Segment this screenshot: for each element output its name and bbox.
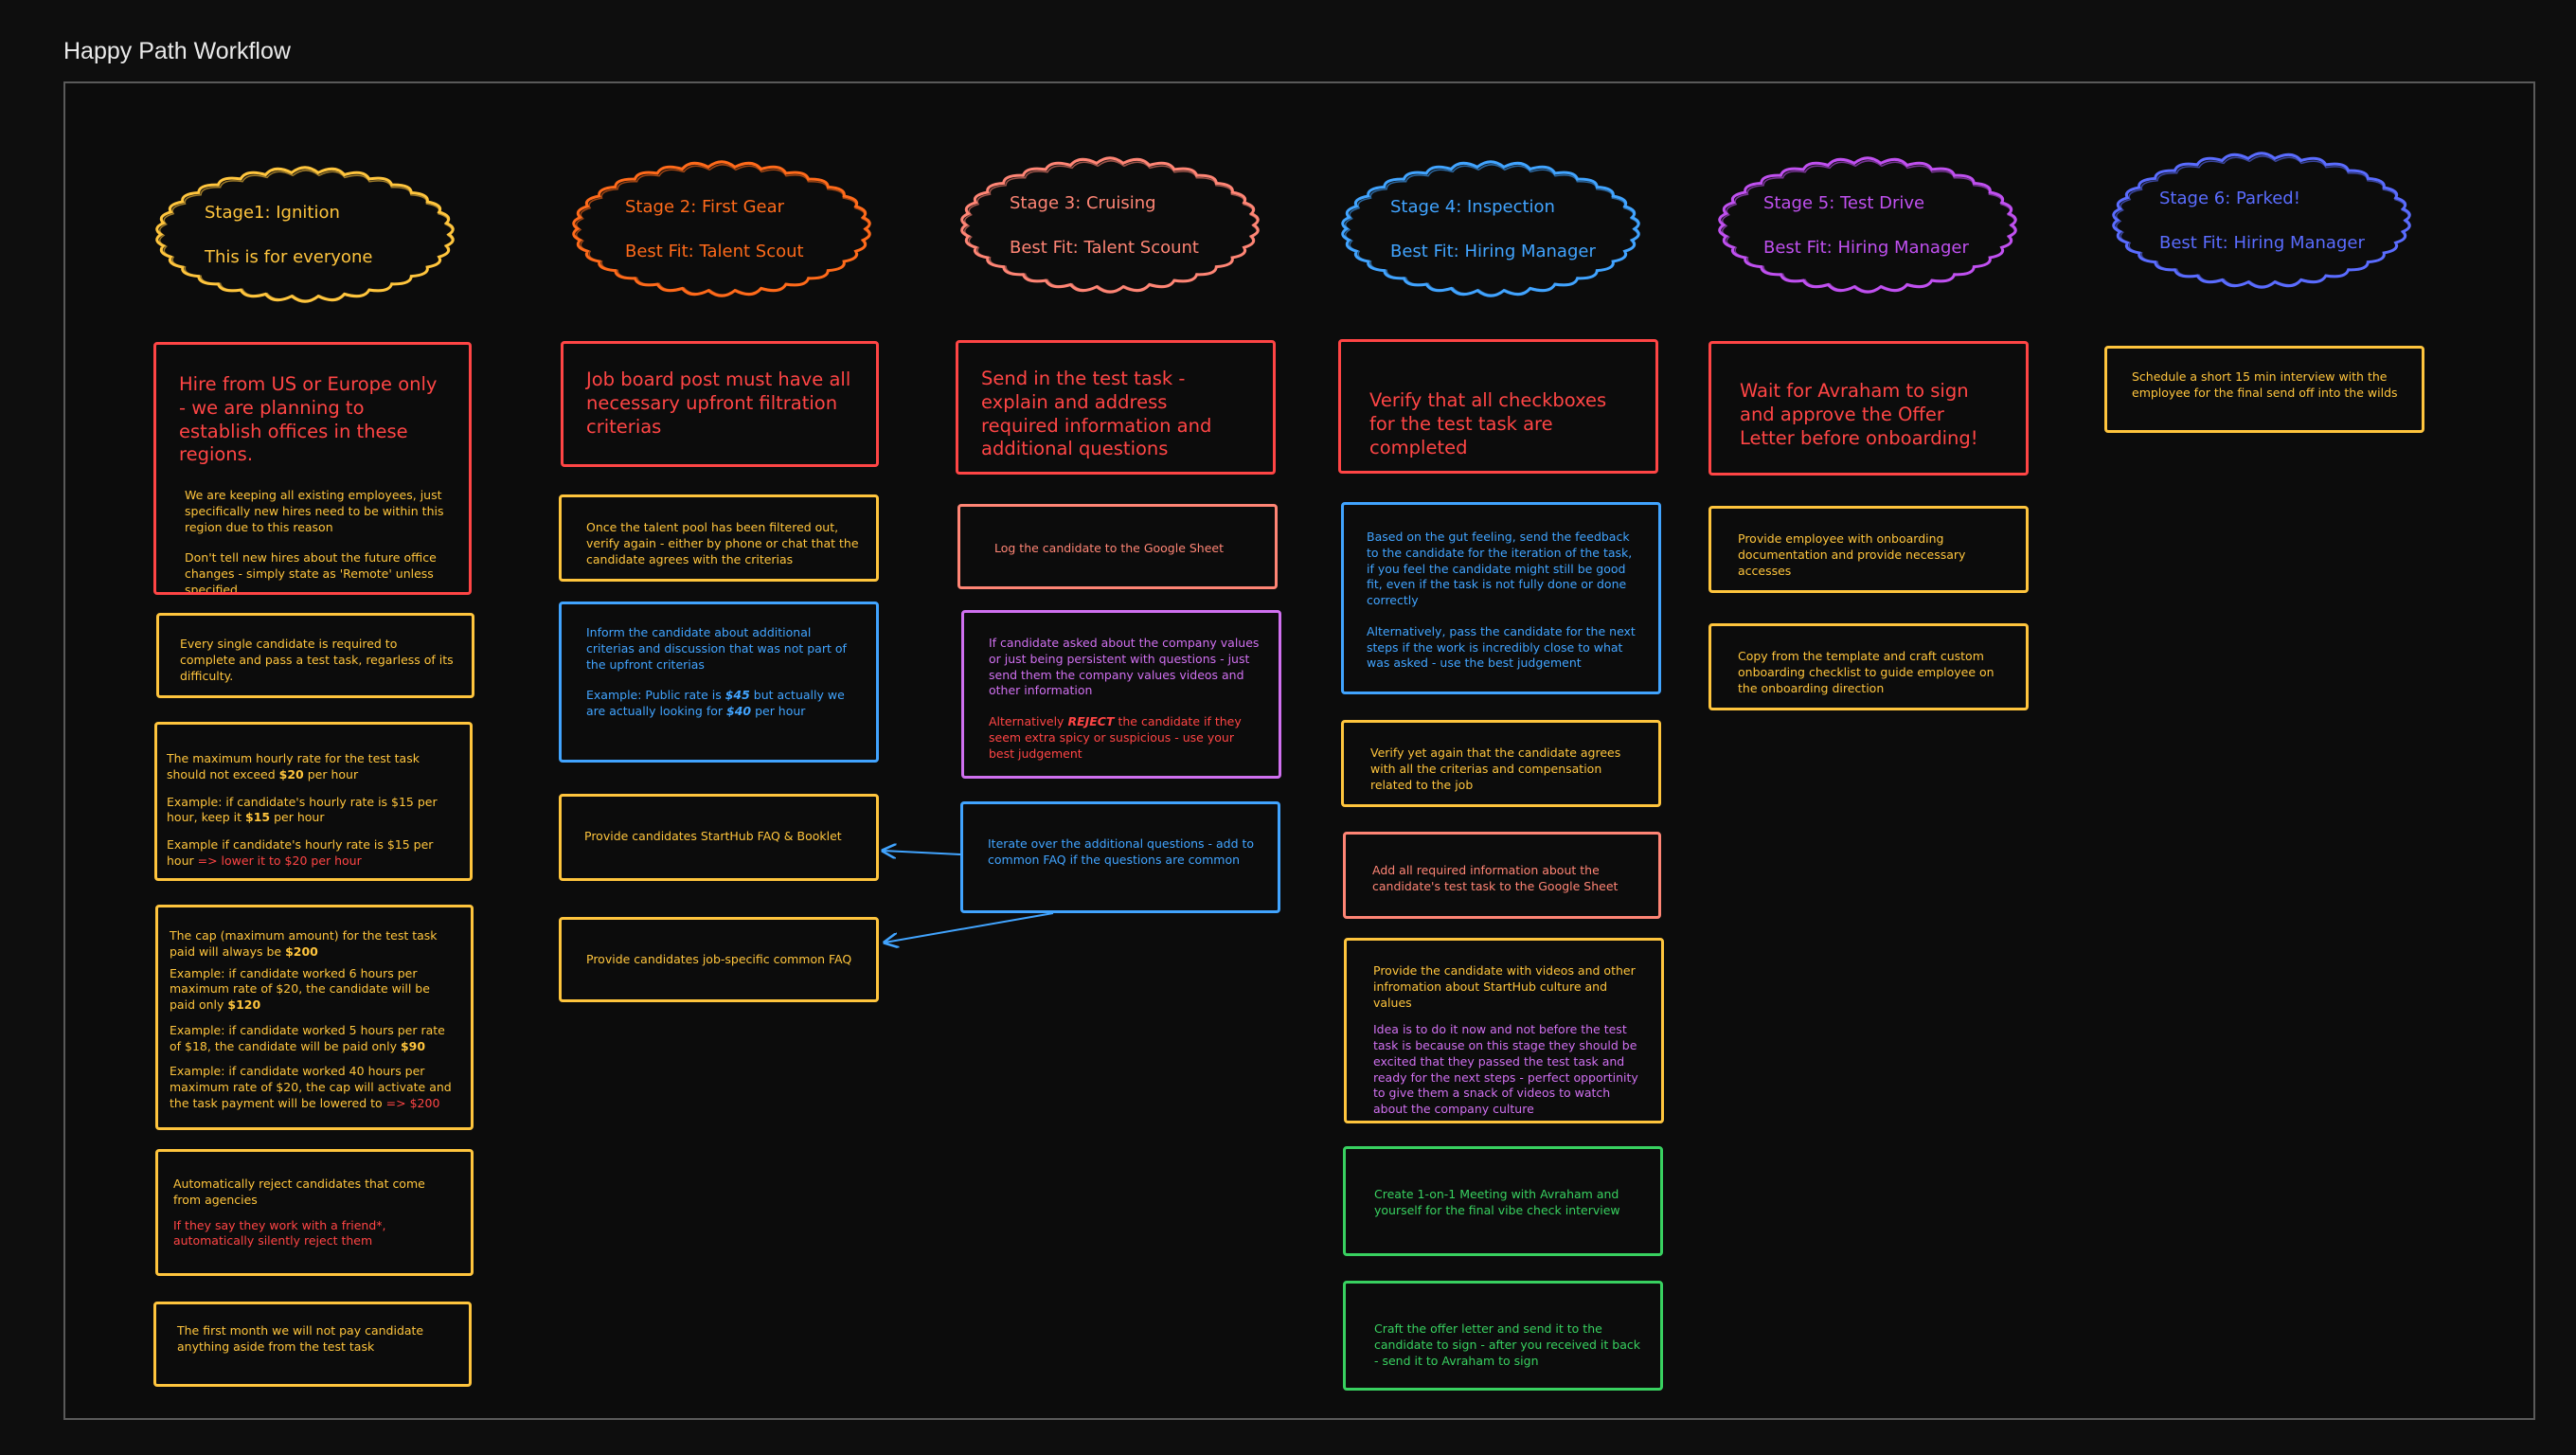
stage-5-cloud[interactable]: Stage 5: Test Drive Best Fit: Hiring Man… (1712, 152, 2023, 298)
card-text: Once the talent pool has been filtered o… (586, 520, 859, 566)
card-create-meeting[interactable]: Create 1-on-1 Meeting with Avraham and y… (1343, 1146, 1663, 1256)
card-body: We are keeping all existing employees, j… (185, 488, 444, 534)
card-text: The first month we will not pay candidat… (177, 1323, 424, 1354)
card-culture-videos[interactable]: Provide the candidate with videos and ot… (1344, 938, 1664, 1123)
card-text: Create 1-on-1 Meeting with Avraham and y… (1374, 1187, 1620, 1217)
card-text: Schedule a short 15 min interview with t… (2132, 369, 2398, 400)
card-agency-reject[interactable]: Automatically reject candidates that com… (155, 1149, 474, 1276)
card-text: Log the candidate to the Google Sheet (994, 541, 1225, 555)
card-text: Example: Public rate is $45 but actually… (586, 688, 845, 718)
card-line: Example: if candidate worked 5 hours per… (170, 1022, 445, 1053)
cloud-outline (1718, 156, 2017, 294)
cloud-stroke-sketch (159, 170, 453, 301)
card-text: Provide candidates job-specific common F… (586, 952, 852, 966)
card-first-month[interactable]: The first month we will not pay candidat… (153, 1302, 472, 1387)
card-text: Alternatively, pass the candidate for th… (1367, 623, 1636, 671)
canvas-frame (63, 81, 2535, 1420)
card-text: Verify yet again that the candidate agre… (1370, 745, 1621, 792)
card-text: Every single candidate is required to co… (180, 637, 454, 683)
cloud-stroke-sketch (964, 160, 1258, 292)
card-hourly-rate[interactable]: The maximum hourly rate for the test tas… (154, 722, 473, 881)
card-region-requirement[interactable]: Hire from US or Europe only - we are pla… (153, 342, 472, 595)
card-text: Provide the candidate with videos and ot… (1373, 963, 1636, 1010)
card-line: Example: if candidate worked 6 hours per… (170, 965, 430, 1013)
card-text: Add all required information about the c… (1372, 863, 1619, 893)
card-line: Example if candidate's hourly rate is $1… (167, 837, 434, 868)
cloud-outline (155, 166, 455, 303)
card-verify-checkboxes[interactable]: Verify that all checkboxes for the test … (1338, 339, 1658, 474)
card-text: Copy from the template and craft custom … (1738, 649, 1995, 695)
cloud-stroke-sketch (1722, 160, 2015, 292)
cloud-outline (572, 160, 871, 297)
card-job-board-post[interactable]: Job board post must have all necessary u… (561, 341, 879, 467)
stage-subtitle: Best Fit: Hiring Manager (2159, 232, 2365, 253)
cloud-outline (1341, 160, 1640, 297)
stage-1-cloud[interactable]: Stage1: Ignition This is for everyone (150, 161, 460, 308)
card-body: Don't tell new hires about the future of… (185, 550, 437, 595)
stage-title: Stage 2: First Gear (625, 196, 785, 217)
card-text: Send in the test task - explain and addr… (981, 368, 1212, 460)
card-gut-feeling-feedback[interactable]: Based on the gut feeling, send the feedb… (1341, 502, 1661, 694)
card-text: Based on the gut feeling, send the feedb… (1367, 530, 1633, 607)
cloud-outline (2112, 152, 2411, 289)
card-schedule-interview[interactable]: Schedule a short 15 min interview with t… (2104, 346, 2424, 433)
stage-subtitle: Best Fit: Talent Scount (1010, 237, 1199, 258)
card-job-specific-faq[interactable]: Provide candidates job-specific common F… (559, 917, 879, 1002)
stage-3-cloud[interactable]: Stage 3: Cruising Best Fit: Talent Scoun… (955, 152, 1265, 298)
card-text: Idea is to do it now and not before the … (1373, 1022, 1638, 1116)
cloud-outline (960, 156, 1260, 294)
stage-2-cloud[interactable]: Stage 2: First Gear Best Fit: Talent Sco… (566, 155, 877, 302)
card-text: Verify that all checkboxes for the test … (1369, 389, 1607, 458)
card-line: The maximum hourly rate for the test tas… (167, 751, 420, 781)
card-offer-letter[interactable]: Craft the offer letter and send it to th… (1343, 1281, 1663, 1391)
stage-title: Stage 4: Inspection (1390, 196, 1555, 217)
card-text: Inform the candidate about additional cr… (586, 625, 847, 672)
cloud-stroke-sketch (2116, 155, 2409, 287)
card-onboarding-checklist[interactable]: Copy from the template and craft custom … (1708, 623, 2029, 710)
card-verify-criteria[interactable]: Once the talent pool has been filtered o… (559, 494, 879, 582)
stage-title: Stage 5: Test Drive (1763, 192, 1925, 213)
card-text: Alternatively REJECT the candidate if th… (989, 714, 1242, 761)
card-text: If candidate asked about the company val… (989, 636, 1260, 698)
card-heading: Hire from US or Europe only - we are pla… (179, 373, 438, 466)
card-line: The cap (maximum amount) for the test ta… (170, 928, 438, 959)
card-text: Job board post must have all necessary u… (586, 368, 851, 438)
card-iterate-questions[interactable]: Iterate over the additional questions - … (960, 801, 1280, 913)
card-text: Craft the offer letter and send it to th… (1374, 1321, 1640, 1368)
cloud-stroke-sketch (1345, 164, 1638, 296)
stage-6-cloud[interactable]: Stage 6: Parked! Best Fit: Hiring Manage… (2106, 147, 2417, 294)
stage-subtitle: Best Fit: Hiring Manager (1390, 241, 1596, 261)
cloud-stroke-sketch (576, 164, 869, 296)
card-verify-again[interactable]: Verify yet again that the candidate agre… (1341, 720, 1661, 807)
card-text: Wait for Avraham to sign and approve the… (1740, 380, 1978, 449)
card-company-values[interactable]: If candidate asked about the company val… (961, 610, 1281, 779)
stage-title: Stage 3: Cruising (1010, 192, 1156, 213)
card-text: Provide candidates StartHub FAQ & Bookle… (584, 829, 842, 843)
card-add-to-sheet[interactable]: Add all required information about the c… (1343, 832, 1661, 919)
stage-subtitle: This is for everyone (205, 246, 373, 267)
card-inform-candidate[interactable]: Inform the candidate about additional cr… (559, 602, 879, 763)
card-wait-for-approval[interactable]: Wait for Avraham to sign and approve the… (1708, 341, 2029, 476)
card-line: Example: if candidate worked 40 hours pe… (170, 1064, 452, 1110)
stage-subtitle: Best Fit: Hiring Manager (1763, 237, 1969, 258)
card-line: Example: if candidate's hourly rate is $… (167, 794, 438, 825)
card-test-task-required[interactable]: Every single candidate is required to co… (156, 613, 474, 698)
card-payment-cap[interactable]: The cap (maximum amount) for the test ta… (155, 905, 474, 1130)
card-onboarding-docs[interactable]: Provide employee with onboarding documen… (1708, 506, 2029, 593)
page-title: Happy Path Workflow (63, 38, 291, 64)
stage-title: Stage 6: Parked! (2159, 188, 2300, 208)
stage-subtitle: Best Fit: Talent Scout (625, 241, 804, 261)
card-text: If they say they work with a friend*, au… (173, 1217, 386, 1248)
stage-4-cloud[interactable]: Stage 4: Inspection Best Fit: Hiring Man… (1335, 155, 1646, 302)
card-send-test-task[interactable]: Send in the test task - explain and addr… (956, 340, 1276, 475)
stage-title: Stage1: Ignition (205, 202, 340, 223)
card-text: Automatically reject candidates that com… (173, 1177, 425, 1207)
card-starthub-faq[interactable]: Provide candidates StartHub FAQ & Bookle… (559, 794, 879, 881)
card-text: Iterate over the additional questions - … (988, 836, 1255, 867)
card-log-candidate[interactable]: Log the candidate to the Google Sheet (957, 504, 1278, 589)
card-text: Provide employee with onboarding documen… (1738, 531, 1966, 578)
